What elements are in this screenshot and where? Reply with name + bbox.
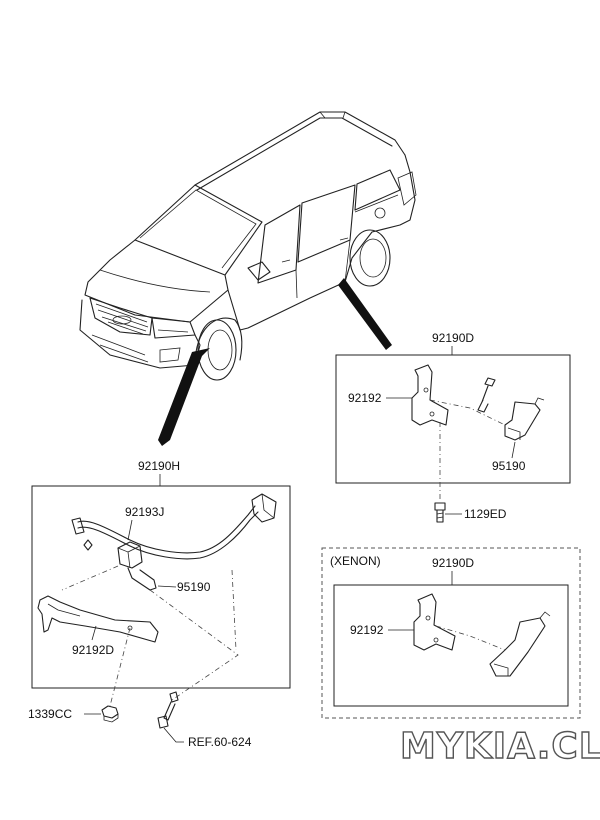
front-assembly-box	[31, 485, 291, 689]
label-92192-rear: 92192	[348, 391, 382, 405]
front-sensor-assembly-group: 92190H 92193J 95190 92192D	[31, 459, 291, 707]
label-92190D-rear: 92190D	[432, 331, 474, 345]
label-92190H: 92190H	[138, 459, 180, 473]
rear-sensor-rod	[477, 377, 496, 413]
front-wiring-harness	[77, 505, 256, 554]
label-92192-xenon: 92192	[350, 623, 384, 637]
xenon-leveling-bracket	[413, 593, 456, 651]
label-ref-60-624: REF.60-624	[188, 735, 252, 749]
label-1129ED: 1129ED	[464, 507, 507, 521]
xenon-sensor-assembly-group: (XENON) 92190D 92192	[321, 547, 581, 719]
label-92190D-xenon: 92190D	[432, 556, 474, 570]
watermark: MYKIA.CLUB	[400, 726, 600, 767]
link-rod-ref	[157, 691, 179, 729]
rear-leveling-sensor	[504, 401, 541, 441]
label-95190-rear: 95190	[492, 459, 526, 473]
xenon-assembly-box	[333, 584, 569, 707]
xenon-dashed-frame	[321, 547, 581, 719]
label-92192D: 92192D	[72, 643, 114, 657]
bolt-1129ED	[434, 502, 446, 523]
front-leveling-bracket	[37, 595, 159, 643]
front-leveling-sensor	[117, 541, 143, 569]
vehicle-illustration	[79, 111, 417, 446]
xenon-leveling-sensor	[489, 617, 546, 677]
nut-1339CC	[101, 705, 119, 723]
label-xenon: (XENON)	[330, 554, 381, 568]
rear-leveling-bracket	[411, 364, 449, 426]
rear-assembly-box	[335, 354, 571, 484]
label-92193J: 92193J	[125, 505, 164, 519]
label-1339CC: 1339CC	[28, 707, 72, 721]
label-95190-front: 95190	[177, 580, 211, 594]
rear-sensor-assembly-group: 92190D 92192 95190 1129ED	[335, 331, 571, 523]
